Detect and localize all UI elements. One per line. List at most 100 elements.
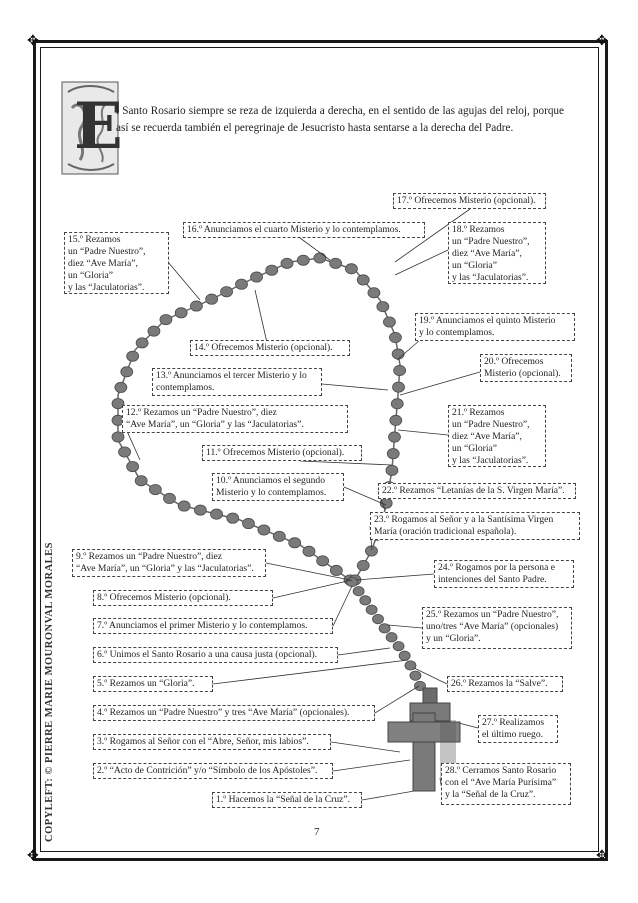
bead xyxy=(394,365,406,375)
bead xyxy=(373,614,384,623)
copyleft-credit: COPYLEFT: © PIERRE MARIE MOURONVAL MORAL… xyxy=(44,542,55,842)
step-label-4: 4.º Rezamos un “Padre Nuestro” y tres “A… xyxy=(93,705,375,721)
bead xyxy=(391,399,403,409)
bead xyxy=(317,556,329,566)
bead xyxy=(303,546,315,556)
bead xyxy=(410,671,421,680)
leader-line xyxy=(395,250,448,275)
step-label-22: 22.º Rezamos “Letanías de la S. Virgen M… xyxy=(378,483,576,499)
step-label-7: 7.º Anunciamos el primer Misterio y lo c… xyxy=(93,618,333,634)
bead xyxy=(390,415,402,425)
leader-line xyxy=(333,586,352,626)
page-number: 7 xyxy=(314,826,320,838)
bead xyxy=(258,525,270,535)
leader-line xyxy=(300,461,392,465)
bead xyxy=(405,661,416,670)
bead xyxy=(206,294,218,304)
bead xyxy=(330,258,342,268)
bead xyxy=(347,577,358,586)
bead xyxy=(377,302,389,312)
bead xyxy=(345,264,357,274)
bead xyxy=(115,382,127,392)
step-label-28: 28.º Cerramos Santo Rosario con el “Ave … xyxy=(441,763,571,805)
leader-line xyxy=(168,262,200,300)
bead xyxy=(330,565,342,575)
step-label-17: 17.º Ofrecemos Misterio (opcional). xyxy=(393,193,546,209)
step-label-3: 3.º Rogamos al Señor con el “Abre, Señor… xyxy=(93,734,331,750)
bead xyxy=(190,301,202,311)
step-label-18: 18.º Rezamos un “Padre Nuestro”, diez “A… xyxy=(448,222,546,284)
bead xyxy=(314,253,326,263)
step-label-26: 26.º Rezamos la “Salve”. xyxy=(447,676,563,692)
step-label-20: 20.º Ofrecemos Misterio (opcional). xyxy=(480,354,572,382)
step-label-10: 10.º Anunciamos el segundo Misterio y lo… xyxy=(212,473,344,501)
step-label-6: 6.º Unimos el Santo Rosario a una causa … xyxy=(93,647,338,663)
bead xyxy=(121,367,133,377)
bead xyxy=(194,505,206,515)
step-label-2: 2.º “Acto de Contrición” y/o “Símbolo de… xyxy=(93,763,333,779)
step-label-19: 19.º Anunciamos el quinto Misterio y lo … xyxy=(415,313,575,341)
step-label-16: 16.º Anunciamos el cuarto Misterio y lo … xyxy=(183,222,425,238)
bead xyxy=(368,288,380,298)
bead xyxy=(149,484,161,494)
bead xyxy=(289,538,301,548)
step-label-9: 9.º Rezamos un “Padre Nuestro”, diez “Av… xyxy=(72,549,266,577)
step-label-25: 25.º Rezamos un “Padre Nuestro”, uno/tre… xyxy=(422,607,572,649)
bead xyxy=(386,465,398,475)
bead xyxy=(211,509,223,519)
leader-line xyxy=(322,384,388,390)
leader-line xyxy=(400,372,480,395)
step-label-15: 15.º Rezamos un “Padre Nuestro”, diez “A… xyxy=(64,232,169,294)
bead xyxy=(148,326,160,336)
step-label-11: 11.º Ofrecemos Misterio (opcional). xyxy=(202,445,362,461)
bead xyxy=(163,493,175,503)
step-label-13: 13.º Anunciamos el tercer Misterio y lo … xyxy=(152,368,322,396)
bead xyxy=(366,605,377,614)
leader-line xyxy=(331,742,400,752)
bead xyxy=(266,265,278,275)
bead xyxy=(112,432,124,442)
bead xyxy=(251,272,263,282)
leader-line xyxy=(398,430,448,435)
leader-line xyxy=(362,790,420,800)
step-label-12: 12.º Rezamos un “Padre Nuestro”, diez “A… xyxy=(122,405,348,433)
bead xyxy=(393,382,405,392)
step-label-24: 24.º Rogamos por la persona e intencione… xyxy=(434,560,574,588)
bead xyxy=(399,651,410,660)
bead xyxy=(281,258,293,268)
bead xyxy=(242,518,254,528)
step-label-14: 14.º Ofrecemos Misterio (opcional). xyxy=(190,340,350,356)
bead xyxy=(392,349,404,359)
bead xyxy=(388,432,400,442)
step-label-5: 5.º Rezamos un “Gloria”. xyxy=(93,676,213,692)
bead xyxy=(127,351,139,361)
bead xyxy=(383,317,395,327)
bead xyxy=(175,308,187,318)
bead xyxy=(353,587,364,596)
bead xyxy=(389,332,401,342)
leader-line xyxy=(388,625,422,628)
leader-line xyxy=(213,660,408,684)
bead xyxy=(127,461,139,471)
bead xyxy=(236,279,248,289)
step-label-1: 1.º Hacemos la “Señal de la Cruz”. xyxy=(212,792,362,808)
bead xyxy=(135,476,147,486)
bead xyxy=(357,560,369,570)
bead xyxy=(357,275,369,285)
leader-line xyxy=(333,760,410,771)
bead xyxy=(227,513,239,523)
bead xyxy=(136,338,148,348)
step-label-21: 21.º Rezamos un “Padre Nuestro”, diez “A… xyxy=(448,405,546,467)
bead xyxy=(273,531,285,541)
bead xyxy=(387,449,399,459)
bead xyxy=(386,633,397,642)
bead xyxy=(160,314,172,324)
step-label-23: 23.º Rogamos al Señor y a la Santísima V… xyxy=(370,512,580,540)
step-label-8: 8.º Ofrecemos Misterio (opcional). xyxy=(93,590,273,606)
leader-line xyxy=(356,574,434,580)
bead xyxy=(360,596,371,605)
leader-line xyxy=(273,580,352,598)
bead xyxy=(119,447,131,457)
bead xyxy=(221,287,233,297)
